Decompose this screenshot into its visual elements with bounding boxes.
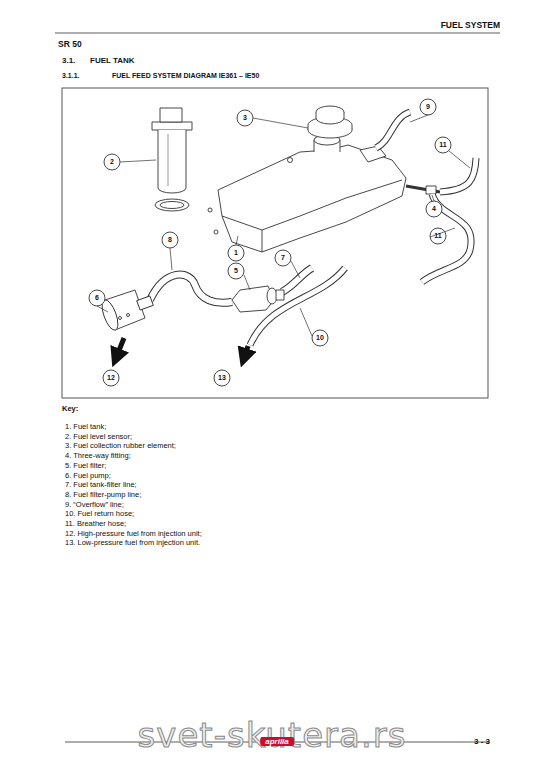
model-name: SR 50 [58,40,82,50]
key-item: 8. Fuel filter-pump line; [65,491,141,500]
flow-arrow [116,338,124,358]
callout-number: 5 [234,267,238,275]
callout-number: 11 [439,141,446,149]
key-item: 6. Fuel pump; [65,472,111,481]
three-way-fitting [426,186,436,194]
leader-lines [97,115,470,336]
key-heading: Key: [62,405,78,414]
callout-number: 2 [110,158,114,166]
header-rule [55,33,500,34]
watermark: svet-skutera.rs [138,716,407,755]
callout-number: 7 [281,254,285,262]
diagram-frame [62,88,488,398]
callout-circles [89,99,451,386]
key-item: 7. Fuel tank-filter line; [65,481,137,490]
key-item: 4. Three-way fitting; [65,452,131,461]
page-header: FUEL SYSTEM [441,21,500,31]
flow-arrow [244,346,248,358]
callout-number: 9 [426,103,430,111]
callout-number: 6 [95,294,99,302]
sensor-gasket [155,199,189,211]
key-item: 1. Fuel tank; [65,423,106,432]
key-item: 12. High-pressure fuel from injection un… [65,530,202,539]
callout-number: 10 [316,334,324,342]
key-item: 10. Fuel return hose; [65,510,134,519]
brand-logo: aprilia [260,737,294,746]
section-number: 3.1. [62,56,75,65]
key-item: 3. Fuel collection rubber element; [65,442,176,451]
key-item: 9. “Overflow” line; [65,501,124,510]
subsection-title: FUEL FEED SYSTEM DIAGRAM IE361 – IE50 [112,72,259,80]
callout-number: 11 [434,232,441,240]
key-item: 5. Fuel filter; [65,462,106,471]
key-item: 13. Low-pressure fuel from injection uni… [65,539,200,548]
subsection-number: 3.1.1. [62,72,80,80]
tank-seam [222,180,402,230]
callout-number: 12 [107,374,115,382]
section-title: FUEL TANK [90,56,135,65]
level-sensor [152,122,192,130]
callout-number: 8 [168,236,172,244]
callout-number: 1 [234,249,238,257]
parts [99,106,476,345]
fuel-tank [218,145,406,252]
key-item: 2. Fuel level sensor; [65,433,132,442]
callout-number: 4 [432,205,436,213]
callout-number: 13 [218,374,226,382]
callout-number: 3 [243,114,247,122]
page-number: 3 - 3 [474,737,490,746]
tank-boss [360,146,386,162]
key-item: 11. Breather hose; [65,520,126,529]
